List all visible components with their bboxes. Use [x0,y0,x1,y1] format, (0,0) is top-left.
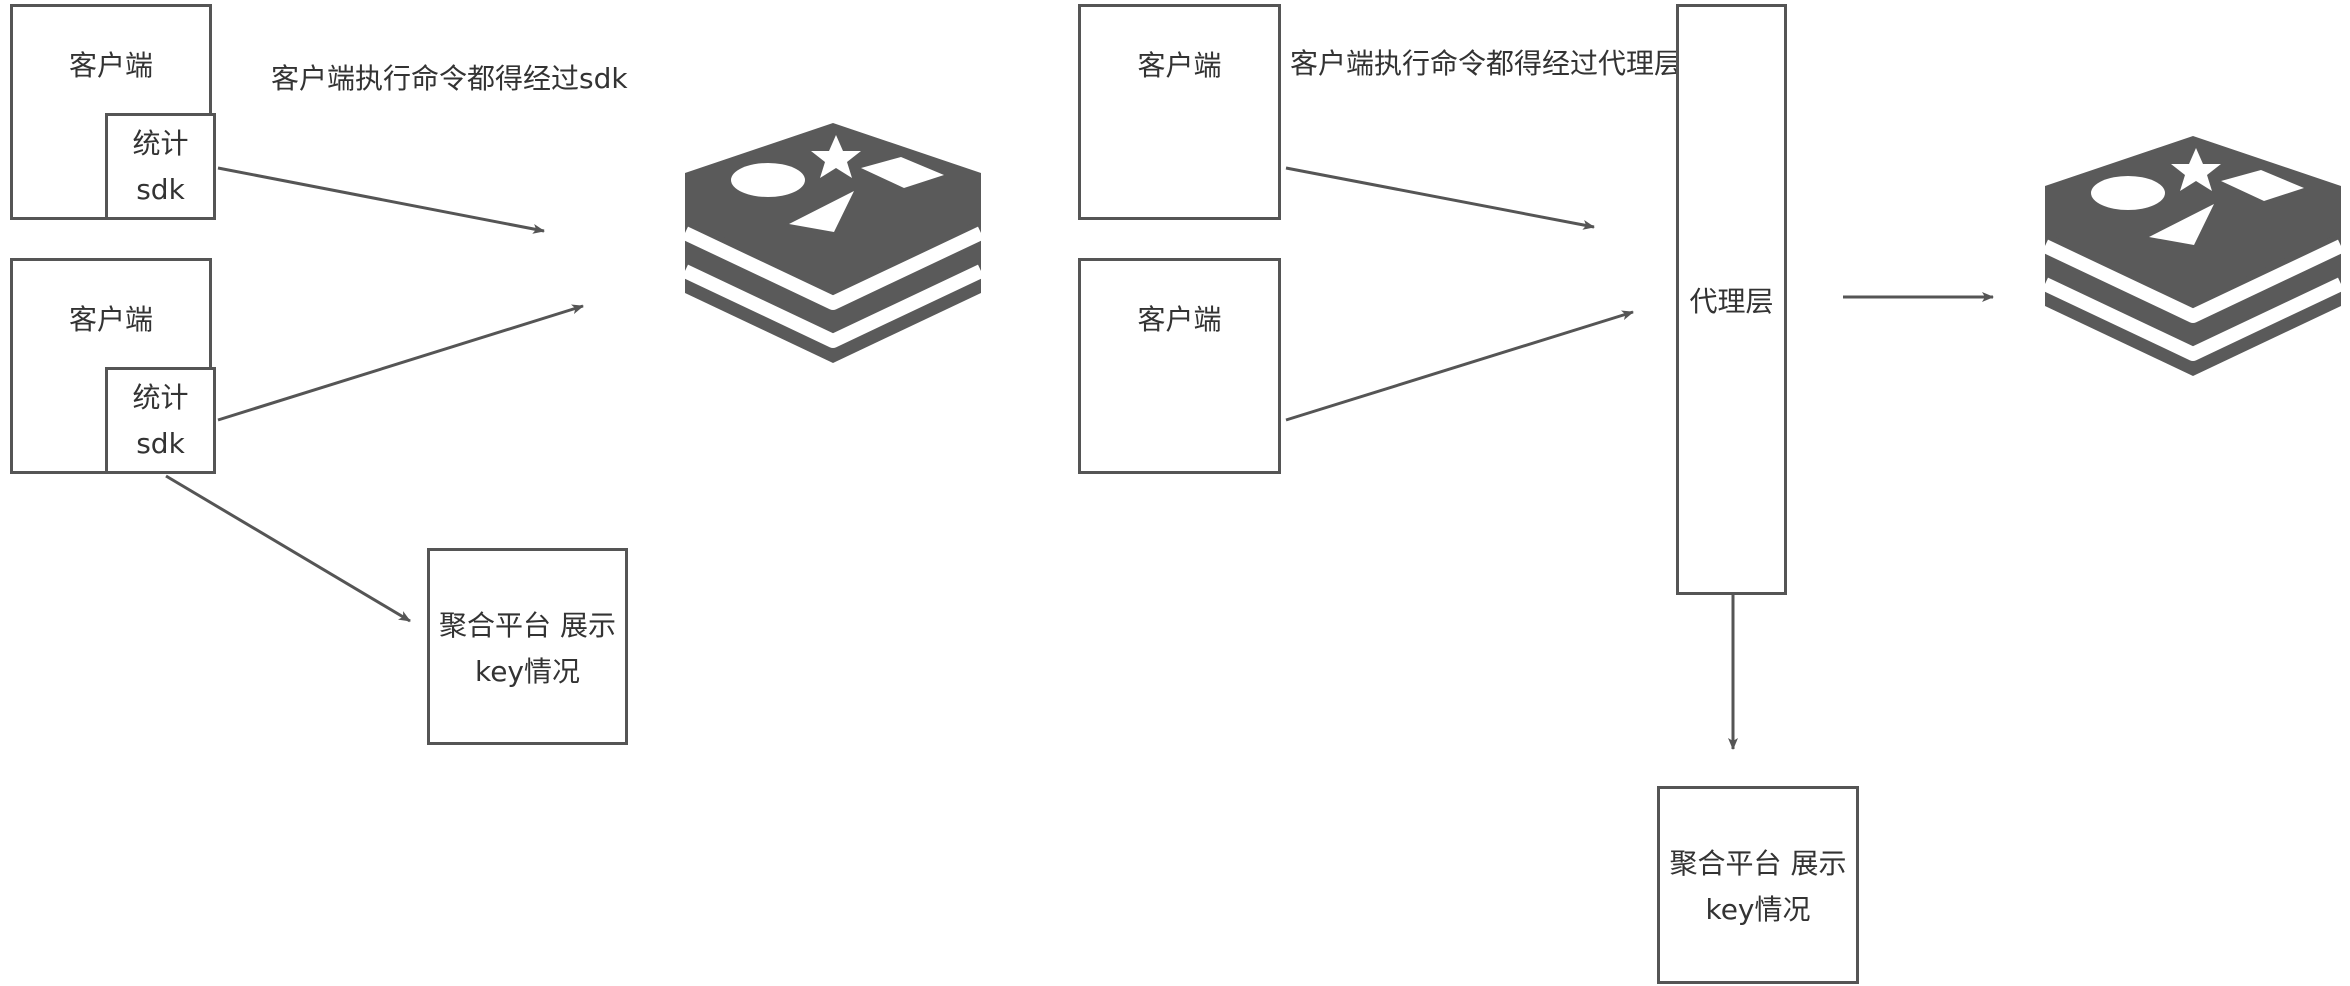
sdk-label-line1: 统计 [132,381,189,414]
sdk-label-line2: sdk [136,173,185,206]
sdk-box-bottom-left: 统计 sdk [105,367,216,474]
arrow-client-bottom-to-proxy [1285,310,1634,422]
arrow-client-top-to-proxy [1285,166,1595,230]
proxy-layer-box: 代理层 [1676,4,1787,595]
client-label: 客户端 [1137,49,1222,82]
sdk-label-line2: sdk [136,427,185,460]
aggregate-box-left: 聚合平台 展示 key情况 [427,548,628,745]
aggregate-label-line2: key情况 [1705,893,1811,926]
proxy-label: 代理层 [1689,285,1774,318]
aggregate-label-line2: key情况 [474,655,580,688]
aggregate-label-line1: 聚合平台 展示 [1669,847,1847,880]
client-label: 客户端 [68,49,153,82]
arrow-sdk-bottom-to-redis [217,304,584,422]
aggregate-label-line1: 聚合平台 展示 [439,609,616,642]
sdk-label-line1: 统计 [132,127,189,160]
sdk-note: 客户端执行命令都得经过sdk [271,62,628,95]
sdk-box-top-left: 统计 sdk [105,113,216,220]
proxy-note: 客户端执行命令都得经过代理层 [1290,47,1683,80]
client-label: 客户端 [1137,303,1222,336]
arrow-sdk-to-aggregate [165,474,411,623]
aggregate-box-right: 聚合平台 展示 key情况 [1657,786,1859,984]
client-box-top-right: 客户端 [1078,4,1281,220]
arrow-sdk-top-to-redis [217,166,545,234]
client-label: 客户端 [68,303,153,336]
redis-logo-icon [682,123,984,363]
redis-logo-icon [2042,136,2344,376]
client-box-bottom-right: 客户端 [1078,258,1281,474]
